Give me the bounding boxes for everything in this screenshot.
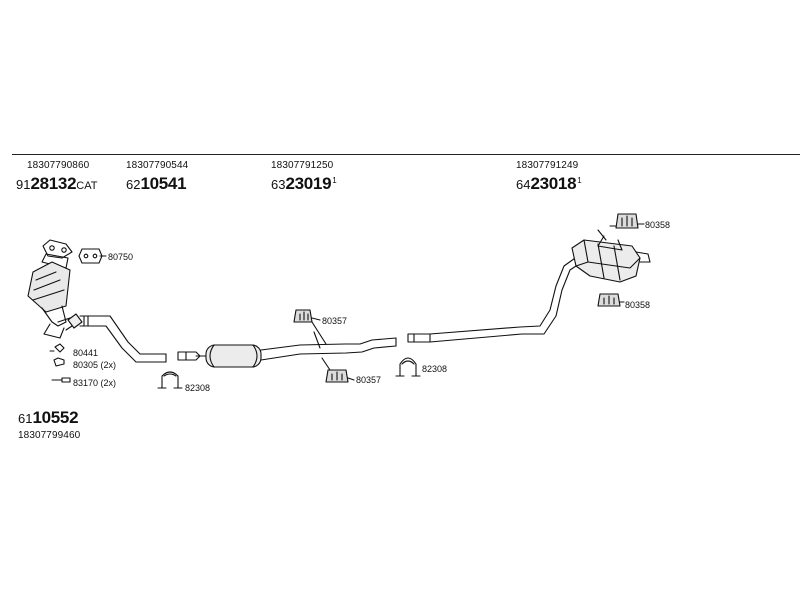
part-ref-3: 18307791250 (271, 160, 334, 171)
clamp-82308-left (157, 371, 183, 389)
label-bracket-80358-top: 80358 (645, 220, 671, 230)
bracket-80358-bottom (597, 293, 625, 307)
part-ref-1: 18307790860 (27, 160, 90, 171)
label-bracket-80358-bottom: 80358 (625, 300, 651, 310)
header-divider (12, 154, 800, 155)
label-kit-83170: 83170 (2x) (73, 378, 117, 388)
bracket-80357-top (293, 309, 327, 349)
part-ref-5: 18307799460 (18, 430, 81, 441)
part-number-suffix: CAT (76, 180, 98, 192)
part-number-prefix: 91 (16, 177, 31, 192)
rear-pipe (407, 255, 583, 343)
part-number-5: 6110552 (18, 408, 79, 427)
clamp-82308-right (395, 357, 421, 377)
part-number-1: 9128132CAT (16, 175, 97, 193)
part-number-2: 6210541 (126, 174, 187, 193)
center-silencer (177, 337, 397, 368)
label-bracket-80357-bottom: 80357 (356, 375, 382, 385)
label-bracket-80357-top: 80357 (322, 316, 348, 326)
part-number-prefix: 61 (18, 411, 33, 426)
part-number-prefix: 63 (271, 177, 286, 192)
rear-silencer (571, 229, 651, 283)
label-kit-80441: 80441 (73, 348, 99, 358)
part-number-4: 64230181 (516, 175, 582, 193)
part-number-main: 23019 (285, 174, 332, 193)
label-clamp-82308-left: 82308 (185, 383, 211, 393)
front-pipe (67, 313, 167, 363)
bracket-80358-top (609, 213, 645, 229)
mounting-kit (49, 343, 71, 383)
part-number-prefix: 62 (126, 177, 141, 192)
label-gasket-80750: 80750 (108, 252, 134, 262)
part-ref-4: 18307791249 (516, 160, 579, 171)
part-number-prefix: 64 (516, 177, 531, 192)
label-kit-80305: 80305 (2x) (73, 360, 117, 370)
part-number-3: 63230191 (271, 175, 337, 193)
part-number-sup: 1 (577, 176, 582, 185)
label-clamp-82308-right: 82308 (422, 364, 448, 374)
catalytic-converter (27, 239, 73, 339)
part-number-sup: 1 (332, 176, 337, 185)
gasket-80750 (78, 248, 107, 264)
bracket-80357-bottom (321, 357, 355, 383)
part-ref-2: 18307790544 (126, 160, 189, 171)
part-number-main: 23018 (530, 174, 577, 193)
part-number-main: 10552 (32, 408, 79, 427)
part-number-main: 28132 (30, 174, 77, 193)
part-number-main: 10541 (140, 174, 187, 193)
